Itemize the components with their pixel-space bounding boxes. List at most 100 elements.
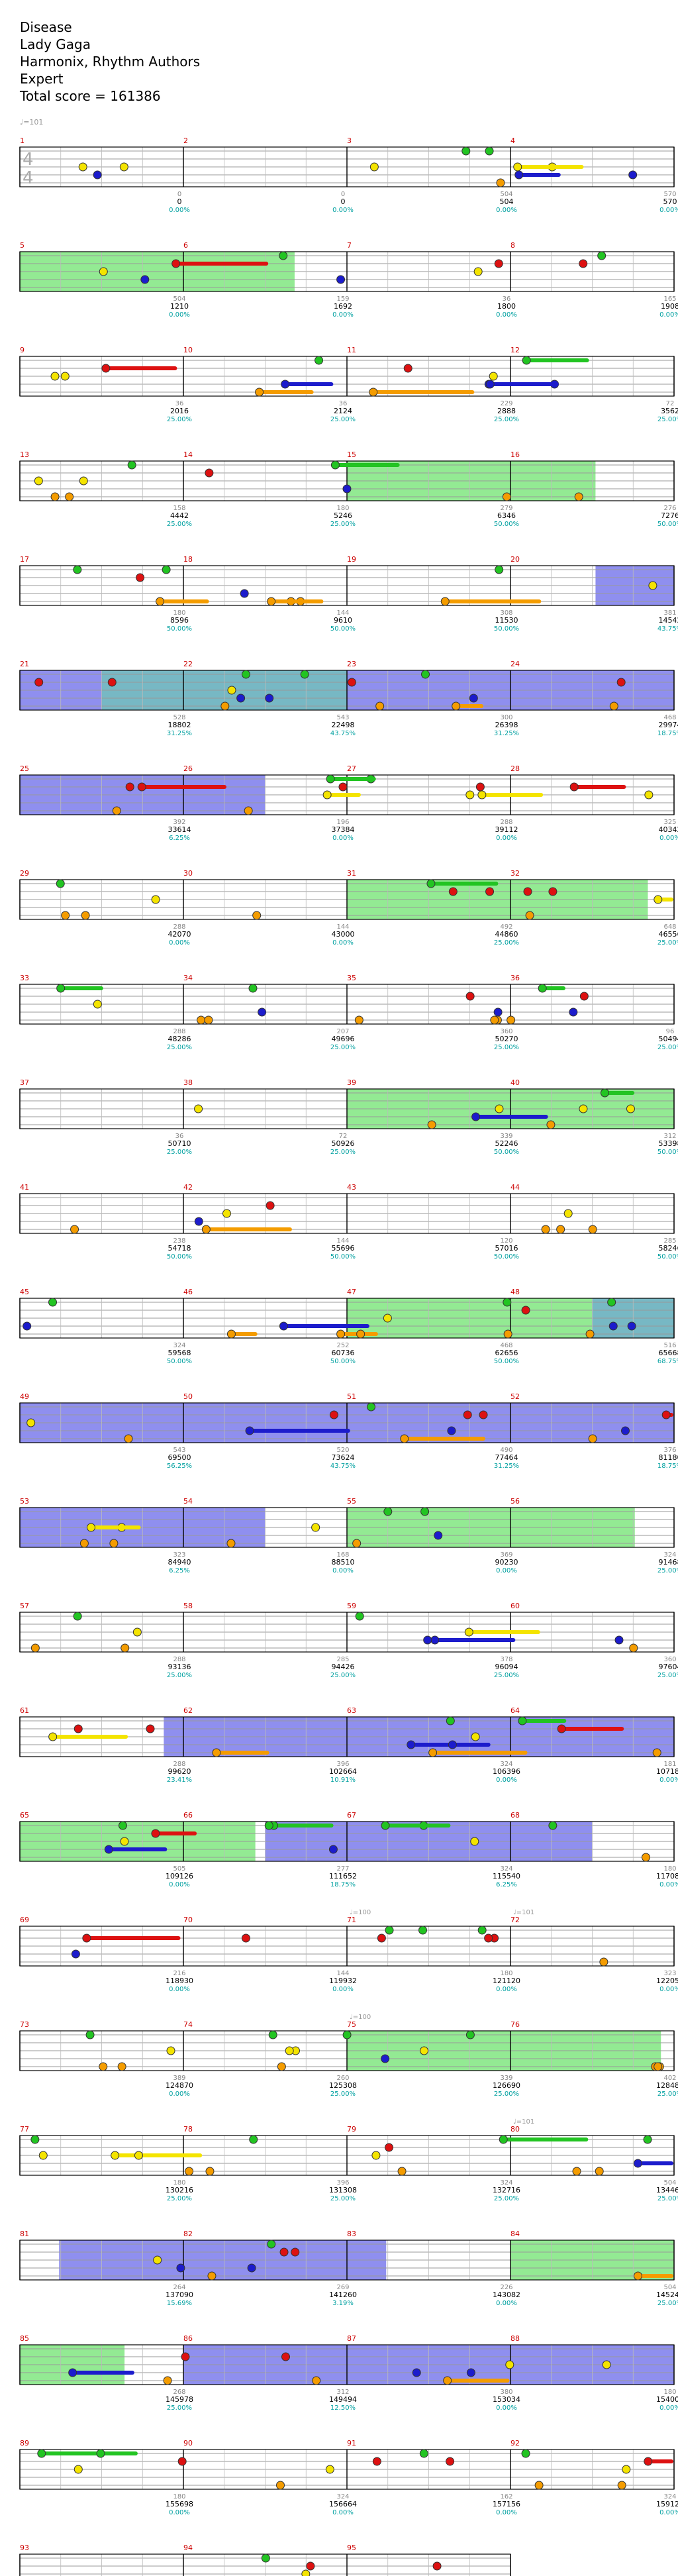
gem-note [521,1306,530,1315]
gem-note [644,2457,653,2466]
gem-note [236,694,246,703]
gem-note [166,2046,175,2055]
star-percent: 25.00% [494,1672,519,1679]
star-percent: 0.00% [659,1986,678,1993]
tick-count: 543 [173,1447,185,1454]
gem-note [99,267,108,276]
measure-number: 58 [183,1602,193,1610]
gem-note [137,782,146,792]
gem-note [661,1410,671,1419]
gem-note [423,1635,432,1645]
measure-number: 57 [20,1602,29,1610]
gem-note [448,1740,457,1749]
gem-note [247,2263,256,2273]
difficulty-label: Expert [20,71,64,87]
tick-count: 268 [173,2389,185,2396]
measure-number: 64 [510,1706,520,1715]
gem-note [50,372,60,381]
gem-note [197,1015,206,1025]
tick-count: 144 [336,1970,349,1977]
gem-note [30,1643,40,1653]
tick-count: 181 [663,1761,676,1768]
star-percent: 31.25% [167,730,192,737]
measure-score: 128488 [656,2081,678,2090]
gem-note [477,790,487,799]
gem-note [503,1298,512,1307]
star-percent: 25.00% [167,1044,192,1051]
measure-number: 89 [20,2439,29,2447]
gem-note [342,484,352,493]
gem-note [34,476,43,486]
tick-count: 180 [500,1970,512,1977]
measure-score: 143082 [493,2291,520,2299]
tick-count: 180 [173,2493,185,2500]
gem-note [629,1643,638,1653]
measure-number: 75 [347,2020,356,2029]
tick-count: 158 [173,505,185,512]
gem-note [443,2376,452,2385]
tick-count: 339 [500,1133,512,1140]
gem-note [490,1015,499,1025]
star-percent: 0.00% [332,939,354,947]
measure-number: 72 [510,1916,520,1924]
star-percent: 10.91% [330,1777,356,1784]
gem-note [96,2449,105,2458]
star-percent: 25.00% [167,1672,192,1679]
star-percent: 50.00% [494,1253,519,1261]
measure-number: 51 [347,1392,356,1401]
measure-score: 159122 [656,2500,678,2508]
gem-note [176,2263,185,2273]
gem-note [595,2167,604,2176]
gem-note [279,1321,288,1331]
gem-note [322,790,332,799]
star-percent: 25.00% [167,416,192,423]
gem-note [588,1434,597,1443]
measure-score: 7276 [661,511,678,520]
gem-note [112,806,121,815]
star-percent: 50.00% [330,625,356,633]
tick-count: 323 [173,1551,185,1559]
gem-note [255,387,264,397]
gem-note [426,879,436,888]
tick-count: 543 [336,714,349,721]
gem-note [78,162,87,172]
gem-note [381,2054,390,2063]
gem-note [652,1748,661,1757]
gem-note [477,1926,487,1935]
tick-count: 162 [500,2493,512,2500]
star-percent: 18.75% [657,730,678,737]
star-percent: 0.00% [169,2509,190,2516]
measure-number: 91 [347,2439,356,2447]
gem-note [371,2151,381,2160]
measure-score: 504 [500,197,514,206]
measure-number: 35 [347,974,356,982]
measure-number: 74 [183,2020,193,2029]
gem-note [648,581,657,590]
gem-note [434,1531,443,1540]
star-percent: 25.00% [167,1149,192,1156]
measure-score: 155698 [166,2500,193,2508]
gem-note [125,782,134,792]
measure-number: 69 [20,1916,29,1924]
measure-number: 43 [347,1183,356,1192]
gem-note [356,1329,365,1339]
gem-note [608,1321,618,1331]
star-percent: 0.00% [332,835,354,842]
gem-note [204,1015,213,1025]
gem-note [252,911,262,920]
star-percent: 50.00% [494,521,519,528]
tick-count: 96 [666,1028,675,1035]
tick-count: 504 [173,295,185,303]
gem-note [56,879,65,888]
gem-note [300,670,309,679]
star-percent: 25.00% [494,1044,519,1051]
gem-note [244,806,253,815]
measure-number: 93 [20,2544,29,2552]
measure-score: 2016 [170,407,189,415]
gem-note [634,2271,643,2281]
gem-note [377,1933,386,1943]
gem-note [60,372,70,381]
measure-score: 1800 [497,302,516,311]
measure-number: 30 [183,869,193,878]
